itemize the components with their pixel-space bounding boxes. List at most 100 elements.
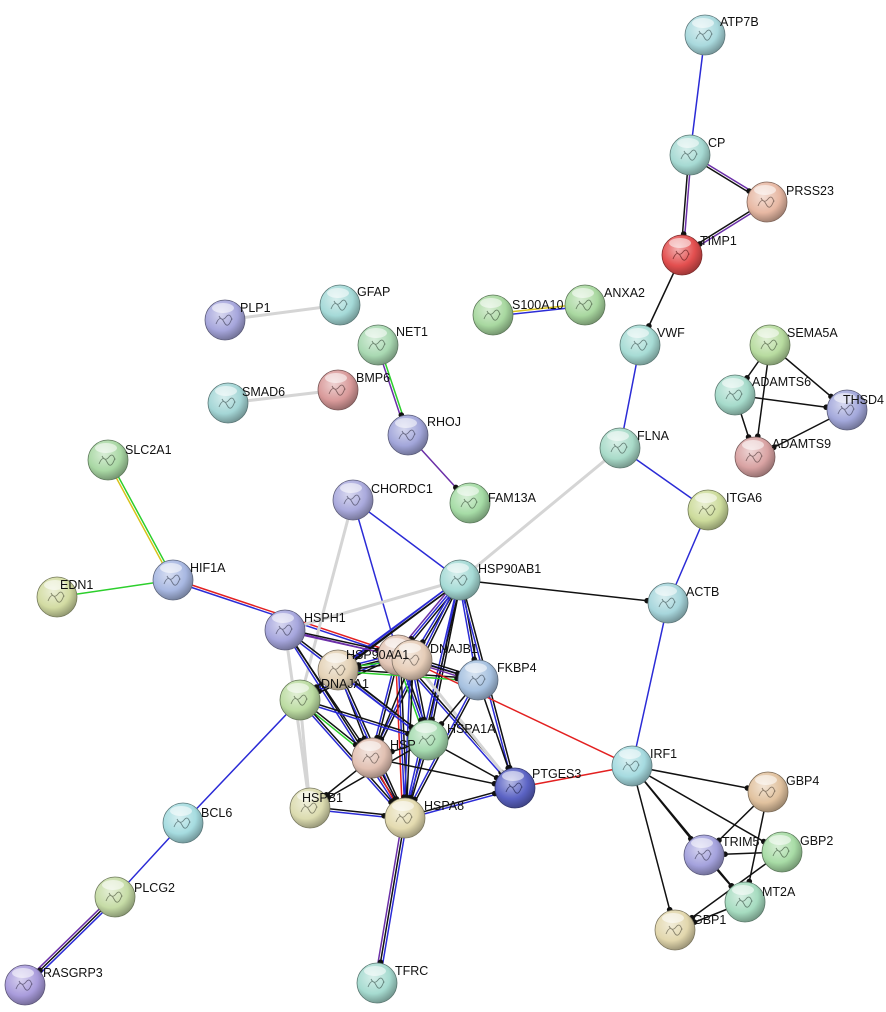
- node-highlight: [327, 288, 349, 298]
- edge-line: [108, 458, 175, 581]
- node-net1[interactable]: [357, 324, 399, 366]
- edge-HSP90AB1-HSPA8: [403, 578, 462, 820]
- node-chordc1[interactable]: [332, 479, 374, 521]
- node-highlight: [395, 418, 417, 428]
- node-highlight: [365, 328, 387, 338]
- node-label-chordc1: CHORDC1: [371, 482, 433, 496]
- node-plp1[interactable]: [204, 299, 246, 341]
- node-label-thsd4: THSD4: [843, 393, 884, 407]
- edge-line: [106, 459, 173, 582]
- node-gbp2[interactable]: [761, 831, 803, 873]
- node-hif1a[interactable]: [152, 559, 194, 601]
- node-hspb1[interactable]: [289, 787, 331, 829]
- protein-structure-icon: [694, 849, 712, 861]
- node-itga6[interactable]: [687, 489, 729, 531]
- protein-structure-icon: [622, 760, 640, 772]
- edge-line: [631, 765, 676, 931]
- edge-line: [376, 817, 406, 984]
- node-vwf[interactable]: [619, 324, 661, 366]
- node-highlight: [287, 683, 309, 693]
- protein-structure-icon: [215, 314, 233, 326]
- node-mt2a[interactable]: [724, 881, 766, 923]
- edge-IRF1-GBP1: [631, 765, 676, 931]
- node-highlight: [415, 723, 437, 733]
- node-plcg2[interactable]: [94, 876, 136, 918]
- node-hsp90ab1[interactable]: [439, 559, 481, 601]
- node-edn1[interactable]: [36, 576, 78, 618]
- node-label-sema5a: SEMA5A: [787, 326, 838, 340]
- node-s100a10[interactable]: [472, 294, 514, 336]
- node-flna[interactable]: [599, 427, 641, 469]
- node-cp[interactable]: [669, 134, 711, 176]
- node-hsph1[interactable]: [264, 609, 306, 651]
- node-label-adamts9: ADAMTS9: [772, 437, 831, 451]
- node-label-s100a10: S100A10: [512, 298, 563, 312]
- node-anxa2[interactable]: [564, 284, 606, 326]
- node-adamts6[interactable]: [714, 374, 756, 416]
- protein-structure-icon: [343, 494, 361, 506]
- node-gbp1[interactable]: [654, 909, 696, 951]
- node-label-plp1: PLP1: [240, 301, 271, 315]
- node-highlight: [340, 483, 362, 493]
- node-trim5[interactable]: [683, 834, 725, 876]
- protein-structure-icon: [330, 299, 348, 311]
- node-rasgrp3[interactable]: [4, 964, 46, 1006]
- node-fkbp4[interactable]: [457, 659, 499, 701]
- node-label-vwf: VWF: [657, 326, 685, 340]
- protein-structure-icon: [745, 451, 763, 463]
- node-atp7b[interactable]: [684, 14, 726, 56]
- edge-line: [182, 699, 301, 824]
- protein-structure-icon: [362, 752, 380, 764]
- node-label-itga6: ITGA6: [726, 491, 762, 505]
- protein-structure-icon: [610, 442, 628, 454]
- node-smad6[interactable]: [207, 382, 249, 424]
- edge-line: [631, 602, 669, 767]
- node-sema5a[interactable]: [749, 324, 791, 366]
- node-dnaja1[interactable]: [317, 649, 359, 691]
- node-prss23[interactable]: [746, 181, 788, 223]
- edge-line: [399, 654, 409, 819]
- node-label-flna: FLNA: [637, 429, 670, 443]
- protein-structure-icon: [665, 924, 683, 936]
- node-label-prss23: PRSS23: [786, 184, 834, 198]
- node-hspb[interactable]: [351, 737, 393, 779]
- node-bmp6[interactable]: [317, 369, 359, 411]
- node-highlight: [272, 613, 294, 623]
- protein-structure-icon: [300, 802, 318, 814]
- node-highlight: [754, 185, 776, 195]
- node-label-trim5: TRIM5: [722, 835, 760, 849]
- node-highlight: [457, 486, 479, 496]
- node-gbp4[interactable]: [747, 771, 789, 813]
- node-gfap[interactable]: [319, 284, 361, 326]
- node-label-ptges3: PTGES3: [532, 767, 581, 781]
- node-hspa8[interactable]: [384, 797, 426, 839]
- node-bcl6[interactable]: [162, 802, 204, 844]
- node-label-smad6: SMAD6: [242, 385, 285, 399]
- node-timp1[interactable]: [661, 234, 703, 276]
- protein-structure-icon: [698, 504, 716, 516]
- node-actb[interactable]: [647, 582, 689, 624]
- node-ptges3[interactable]: [494, 767, 536, 809]
- node-rhoj[interactable]: [387, 414, 429, 456]
- edge-HSPA4-BCL6: [182, 699, 301, 824]
- node-tfrc[interactable]: [356, 962, 398, 1004]
- edge-HIF1A-SLC2A1: [106, 458, 175, 582]
- node-thsd4[interactable]: [826, 389, 868, 431]
- edge-PLCG2-RASGRP3: [22, 894, 118, 988]
- edge-line: [403, 578, 460, 819]
- node-fam13a[interactable]: [449, 482, 491, 524]
- protein-structure-icon: [368, 339, 386, 351]
- node-slc2a1[interactable]: [87, 439, 129, 481]
- node-dnajb1[interactable]: [391, 639, 433, 681]
- node-highlight: [480, 298, 502, 308]
- node-irf1[interactable]: [611, 745, 653, 787]
- node-adamts9[interactable]: [734, 436, 776, 478]
- protein-structure-icon: [695, 29, 713, 41]
- node-highlight: [502, 771, 524, 781]
- edge-line: [410, 658, 517, 790]
- node-highlight: [742, 440, 764, 450]
- node-hspa1a[interactable]: [407, 719, 449, 761]
- node-label-hsph1: HSPH1: [304, 611, 346, 625]
- node-highlight: [695, 493, 717, 503]
- node-hspa4[interactable]: [279, 679, 321, 721]
